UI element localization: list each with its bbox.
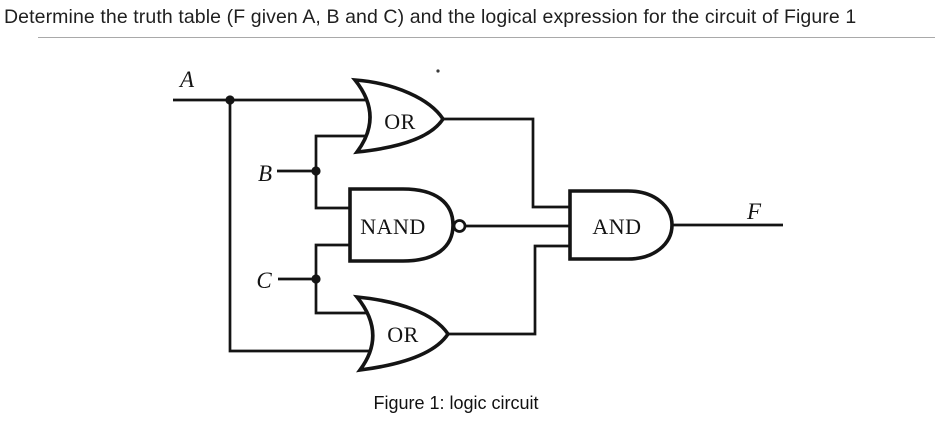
wire-c-to-nand [314,243,356,279]
question-title: Determine the truth table (F given A, B … [4,6,857,28]
wire-a-branch-to-bottom-or [228,100,392,353]
wire-bottom-or-to-and [442,244,573,336]
junction-dot-a [225,95,235,105]
junction-dot-c [311,274,321,284]
wires [173,98,783,353]
gate-nand: NAND [348,187,467,263]
wire-b-to-top-or [314,134,388,171]
and-label: AND [592,214,641,239]
junction-dot-b [311,166,321,176]
gate-or-top: OR [350,77,446,155]
or-bottom-shape [352,294,451,373]
divider-line [38,37,935,38]
stray-mark [436,69,440,73]
or-top-label: OR [384,109,416,134]
gate-or-bottom: OR [352,294,451,373]
wire-b-to-nand [314,171,356,210]
or-bottom-label: OR [387,322,419,347]
wire-top-or-to-and [438,117,573,209]
gate-and: AND [568,189,674,261]
output-label-f: F [746,199,762,224]
and-shape [568,189,674,261]
input-label-b: B [258,161,272,186]
nand-inverter-bubble [452,219,467,233]
input-label-a: A [178,67,195,92]
input-label-c: C [256,268,272,293]
figure-caption: Figure 1: logic circuit [373,393,539,413]
or-top-shape [350,77,446,155]
nand-label: NAND [360,214,426,239]
